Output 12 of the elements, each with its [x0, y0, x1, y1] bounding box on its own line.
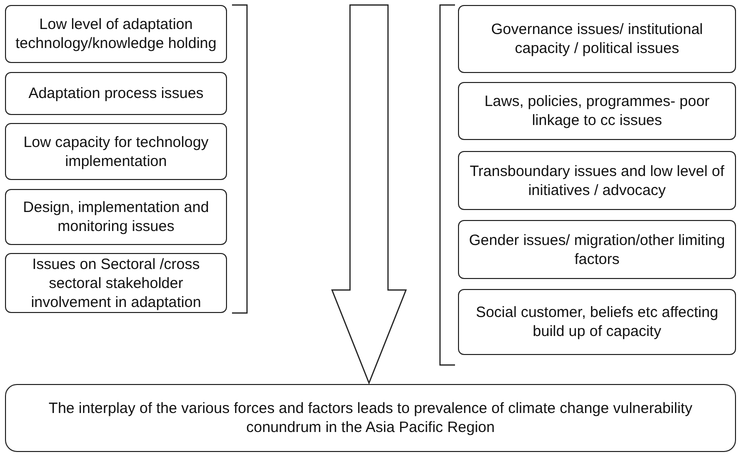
factor-box: Governance issues/ institutional capacity / political issues: [458, 5, 736, 73]
factor-box: Social customer, beliefs etc affecting build up of capacity: [458, 289, 736, 355]
factor-box: Adaptation process issues: [5, 72, 227, 115]
factor-box: Gender issues/ migration/other limiting factors: [458, 220, 736, 279]
factor-box: Low capacity for technology implementation: [5, 123, 227, 180]
factor-box: Transboundary issues and low level of initiatives / advocacy: [458, 151, 736, 210]
factor-box: Low level of adaptation technology/knowledge holding: [5, 5, 227, 63]
factor-box: Laws, policies, programmes- poor linkage to cc issues: [458, 82, 736, 140]
factor-box: Design, implementation and monitoring issues: [5, 189, 227, 245]
factor-box: Issues on Sectoral /cross sectoral stakeholder involvement in adaptation: [5, 253, 227, 313]
block-arrow: [331, 4, 407, 385]
conclusion-box: The interplay of the various forces and factors leads to prevalence of climate change vulnerability conundrum in the Asia Pacific Region: [5, 384, 736, 452]
